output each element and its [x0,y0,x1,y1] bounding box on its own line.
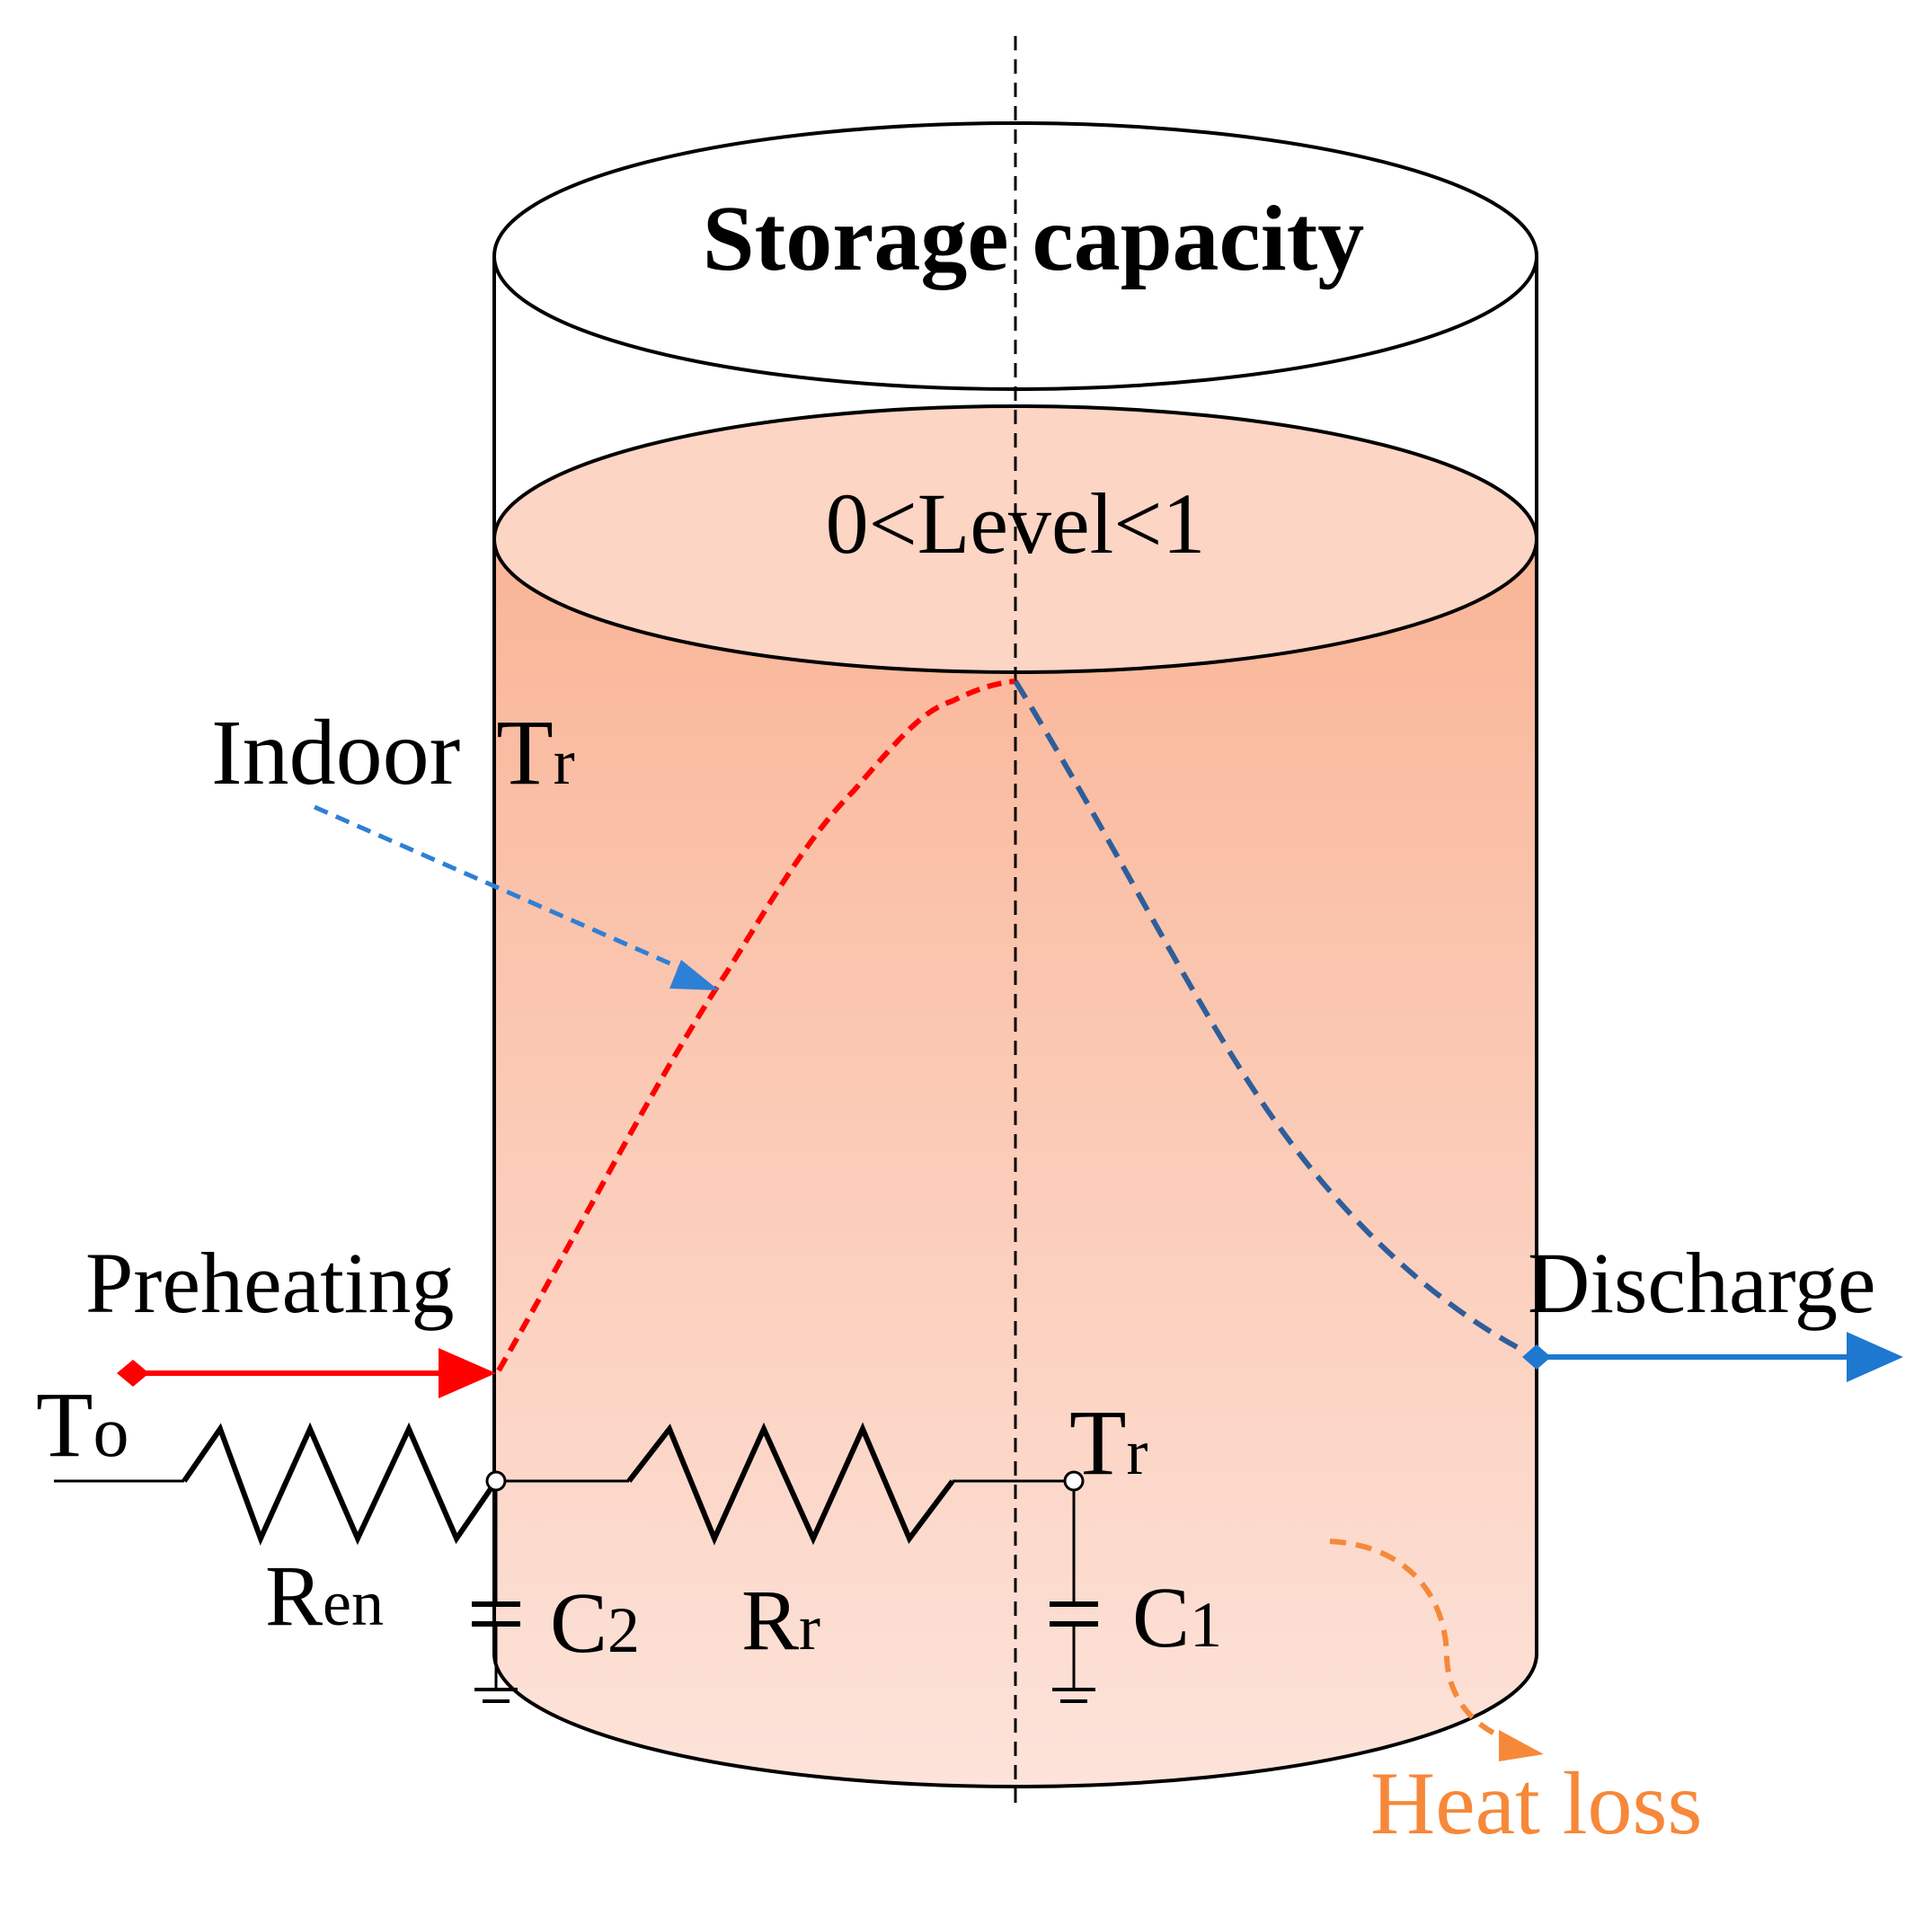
resistor-ren [182,1422,499,1546]
to-t-symbol: T [36,1373,93,1477]
heat-loss-line [1329,1539,1520,1746]
tr-node-label: Tr [1069,1391,1148,1495]
rr-r-subscript: r [799,1592,820,1663]
indoor-word: Indoor [211,701,460,804]
heat-loss-arrowhead [1499,1730,1544,1761]
discharge-label: Discharge [1528,1235,1875,1331]
ren-r-subscript: en [323,1567,384,1639]
indoor-pointer-arrowhead [669,960,719,990]
heat-loss-arrow [1329,1539,1544,1761]
storage-capacity-label: Storage capacity [703,187,1364,290]
tank-bottom-rim [492,1653,1538,1788]
rc-circuit [54,1422,1098,1703]
indoor-tr-label: Indoor Tr [211,701,575,804]
indoor-temp-pointer [313,804,719,990]
heat-loss-label: Heat loss [1370,1753,1702,1853]
preheating-start-diamond [117,1360,149,1387]
discharge-arrow [1522,1332,1903,1382]
indoor-t-subscript: r [554,726,575,798]
c1-c-symbol: C [1132,1569,1190,1665]
tr-t-symbol: T [1069,1391,1127,1495]
c1-label: C1 [1132,1569,1222,1665]
heating-curve [496,679,1016,1372]
indoor-t-symbol: T [496,701,554,804]
c2-c-subscript: 2 [607,1594,640,1666]
tr-t-subscript: r [1127,1416,1148,1488]
rr-r-symbol: R [741,1572,799,1668]
rr-label: Rr [741,1572,820,1668]
discharge-arrowhead [1847,1332,1903,1382]
preheating-arrow [117,1348,496,1398]
c1-c-subscript: 1 [1190,1589,1222,1661]
resistor-rr [626,1422,955,1546]
c2-c-symbol: C [550,1574,607,1671]
ren-label: Ren [265,1548,384,1644]
c2-label: C2 [550,1574,640,1671]
to-label: To [36,1373,129,1477]
node-1 [485,1470,507,1492]
cooling-curve [1013,679,1520,1351]
level-label: 0<Level<1 [826,475,1206,572]
ren-r-symbol: R [265,1548,323,1644]
preheating-arrowhead [439,1348,496,1398]
to-t-subscript: o [93,1393,129,1472]
preheating-label: Preheating [85,1235,455,1331]
